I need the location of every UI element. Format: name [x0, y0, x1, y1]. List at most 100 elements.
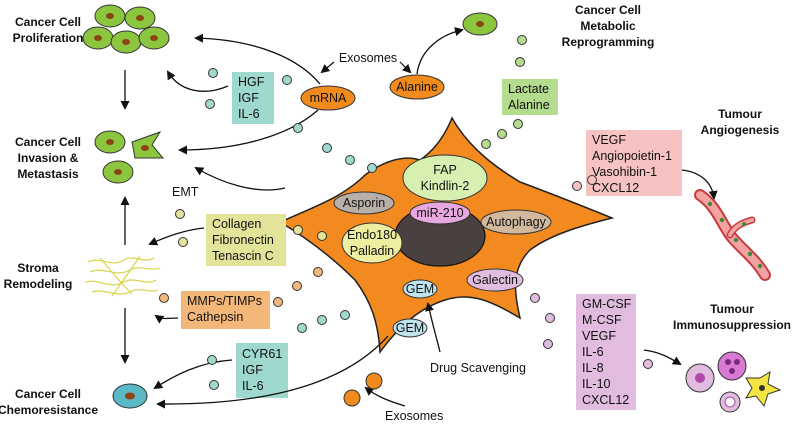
- angio-4: CXCL12: [592, 181, 639, 195]
- metabolite-1: Lactate: [508, 82, 549, 96]
- endo180-oval: [341, 222, 403, 264]
- gem-outer-oval: [392, 318, 428, 338]
- proliferation-title-2: Proliferation: [13, 31, 84, 45]
- metabolic-title-2: Metabolic: [580, 19, 636, 33]
- drug-scavenging-arrow: [425, 302, 441, 353]
- growth-factor-box-top: [232, 72, 274, 124]
- immune-3: VEGF: [582, 329, 616, 343]
- immune-6: IL-10: [582, 377, 611, 391]
- fap-kindlin-oval: [402, 154, 488, 202]
- exosome-arrow-left: [320, 61, 335, 74]
- mrna-to-proliferation-arrow: [194, 33, 321, 85]
- immune-box: [576, 294, 636, 410]
- endo180-label: Endo180: [347, 228, 397, 242]
- exosome-bottom-arrow: [364, 386, 406, 407]
- alanine-to-metabolic-arrow: [416, 27, 464, 75]
- protease-1: MMPs/TIMPs: [187, 294, 262, 308]
- immune-2: M-CSF: [582, 313, 622, 327]
- alanine-label: Alanine: [396, 80, 438, 94]
- ecm-box: [206, 214, 286, 266]
- exosome-arrow-right: [399, 61, 412, 74]
- mrna-to-invasion-arrow: [178, 109, 319, 155]
- kindlin-label: Kindlin-2: [421, 179, 470, 193]
- immune-5: IL-8: [582, 361, 604, 375]
- stroma-fibres: [85, 255, 161, 297]
- ecm-to-stroma-arrow: [148, 227, 205, 246]
- alanine-oval: [389, 74, 445, 100]
- gf-top-3: IL-6: [238, 107, 260, 121]
- chemo-title-2: Chemoresistance: [0, 403, 98, 417]
- asporin-label: Asporin: [343, 196, 385, 210]
- gem-inner-oval: [402, 279, 438, 299]
- invasion-title-3: Metastasis: [17, 167, 79, 181]
- gem-to-chemo-arrow: [156, 335, 389, 409]
- proliferation-title-1: Cancer Cell: [15, 15, 81, 29]
- mir210-label: miR-210: [416, 206, 463, 220]
- ecm-1: Collagen: [212, 217, 261, 231]
- gem-outer-label: GEM: [396, 321, 424, 335]
- metabolite-box: [502, 79, 558, 115]
- galectin-label: Galectin: [472, 273, 518, 287]
- ecm-3: Tenascin C: [212, 249, 274, 263]
- invasion-title-2: Invasion &: [18, 151, 79, 165]
- angio-title-2: Angiogenesis: [701, 123, 780, 137]
- chemo-cell-nucleus: [125, 392, 135, 400]
- metabolite-2: Alanine: [508, 98, 550, 112]
- immune-arrow: [643, 349, 682, 366]
- gf-bottom-3: IL-6: [242, 379, 264, 393]
- exosomes-bottom-label: Exosomes: [385, 409, 443, 423]
- gf-bottom-2: IGF: [242, 363, 263, 377]
- angio-1: VEGF: [592, 133, 626, 147]
- mrna-oval: [300, 85, 356, 111]
- metabolic-cell-nucleus: [476, 21, 484, 27]
- angio-2: Angiopoietin-1: [592, 149, 672, 163]
- angio-title-1: Tumour: [718, 107, 762, 121]
- galectin-oval: [466, 268, 524, 292]
- drug-scavenging-label: Drug Scavenging: [430, 361, 526, 375]
- mrna-label: mRNA: [310, 91, 347, 105]
- mir210-oval: [409, 201, 471, 225]
- secreted-vesicles: [159, 35, 653, 390]
- gf-to-chemo-arrow: [153, 359, 233, 390]
- metabolic-title-3: Reprogramming: [562, 35, 655, 49]
- gem-inner-label: GEM: [406, 282, 434, 296]
- stroma-title-1: Stroma: [17, 261, 59, 275]
- proliferating-cells: [82, 4, 170, 54]
- blood-vessel-icon: [694, 189, 771, 281]
- angio-3: Vasohibin-1: [592, 165, 657, 179]
- immuno-title-1: Tumour: [710, 302, 754, 316]
- immune-4: IL-6: [582, 345, 604, 359]
- chemo-title-1: Cancer Cell: [15, 387, 81, 401]
- gf-top-1: HGF: [238, 75, 265, 89]
- metabolic-title-1: Cancer Cell: [575, 3, 641, 17]
- angio-arrow: [681, 169, 718, 200]
- invasion-title-1: Cancer Cell: [15, 135, 81, 149]
- autophagy-label: Autophagy: [486, 215, 547, 229]
- exosome-vesicle-1: [365, 372, 383, 390]
- emt-label: EMT: [172, 185, 199, 199]
- protease-2: Cathepsin: [187, 310, 243, 324]
- immune-cells-icon: [685, 351, 782, 413]
- immune-1: GM-CSF: [582, 297, 632, 311]
- fap-label: FAP: [433, 163, 457, 177]
- immuno-title-2: Immunosuppression: [673, 318, 791, 332]
- protease-to-stroma-arrow: [154, 314, 179, 324]
- immune-7: CXCL12: [582, 393, 629, 407]
- palladin-label: Palladin: [350, 244, 395, 258]
- invasive-cells: [94, 130, 165, 184]
- stroma-title-2: Remodeling: [4, 277, 73, 291]
- angiogenic-box: [586, 130, 682, 196]
- asporin-oval: [333, 191, 395, 215]
- ecm-2: Fibronectin: [212, 233, 274, 247]
- exosome-vesicle-2: [343, 389, 361, 407]
- gf-bottom-1: CYR61: [242, 347, 282, 361]
- gf-to-proliferation-arrow: [166, 70, 229, 92]
- emt-arrow: [194, 166, 286, 191]
- growth-factor-box-bottom: [236, 343, 288, 398]
- exosomes-top-label: Exosomes: [339, 51, 397, 65]
- gf-top-2: IGF: [238, 91, 259, 105]
- autophagy-oval: [480, 209, 552, 235]
- protease-box: [181, 291, 270, 329]
